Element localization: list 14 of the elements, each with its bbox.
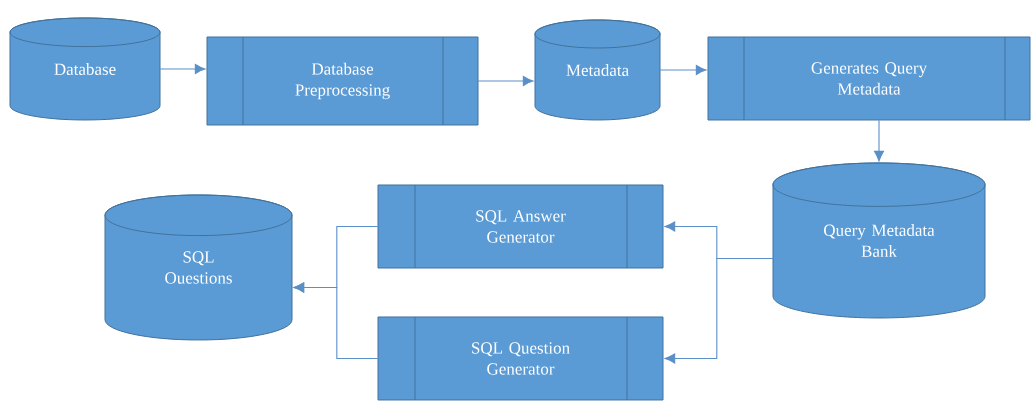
arrow: [293, 282, 379, 360]
process-box: Database Preprocessing: [206, 36, 479, 126]
process-box: Generates Query Metadata: [707, 36, 1031, 121]
process-box: SQL Answer Generator: [377, 184, 664, 269]
database-cylinder: SQL Ouestions: [104, 194, 293, 341]
arrow: [664, 257, 774, 364]
process-box: SQL Question Generator: [377, 316, 664, 401]
arrow: [874, 119, 884, 162]
database-cylinder: Database: [9, 17, 161, 121]
database-cylinder: Query Metadata Bank: [772, 162, 986, 319]
arrow: [477, 76, 534, 86]
arrow: [659, 65, 707, 75]
database-cylinder: Metadata: [534, 19, 661, 121]
arrow: [159, 64, 206, 74]
